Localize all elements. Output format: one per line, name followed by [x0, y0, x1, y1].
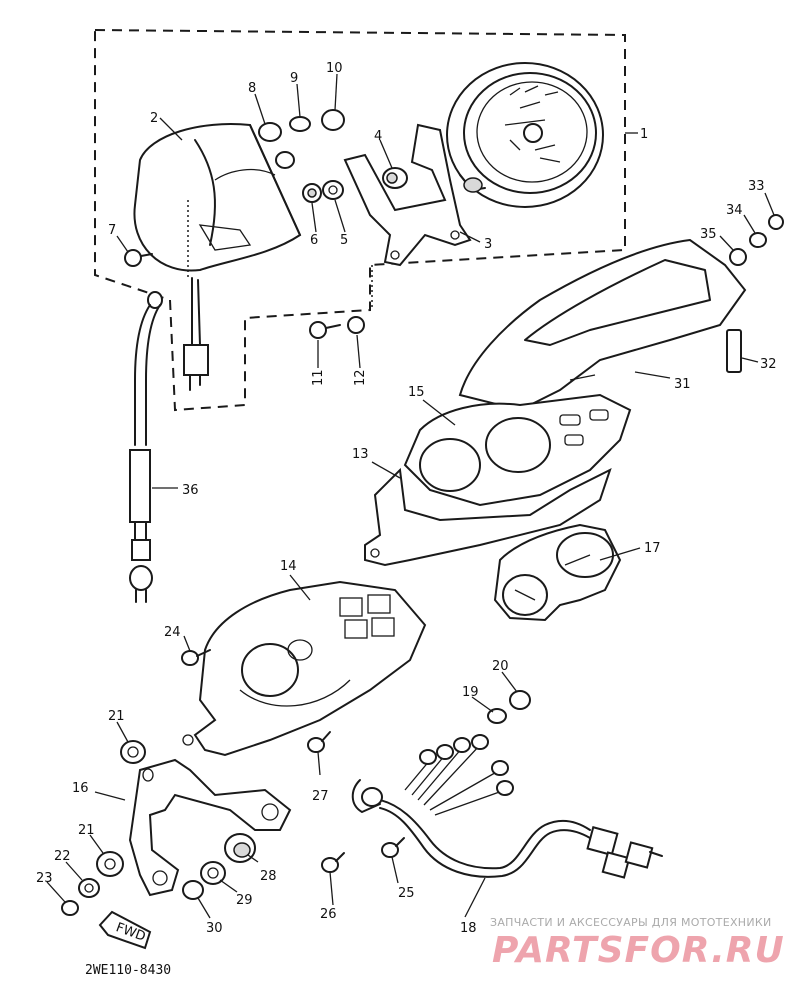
callout-34: 34 — [726, 203, 743, 218]
screw-7[interactable] — [124, 249, 153, 267]
washer-22[interactable] — [78, 878, 100, 898]
screw-26[interactable] — [321, 852, 345, 873]
stay-bracket[interactable] — [128, 758, 292, 897]
clamp-32[interactable] — [726, 329, 742, 373]
meter-panel[interactable] — [403, 393, 632, 507]
callout-labels: 1 2 3 4 5 6 7 8 9 10 11 12 13 14 15 16 1… — [36, 61, 777, 936]
callout-8: 8 — [248, 81, 256, 96]
indicator-panel[interactable] — [493, 523, 622, 622]
callout-5: 5 — [340, 233, 348, 248]
callout-29: 29 — [236, 893, 253, 908]
watermark-logo: PARTSFOR.RU — [492, 930, 785, 971]
callout-19: 19 — [462, 685, 479, 700]
callout-7: 7 — [108, 223, 116, 238]
callout-14: 14 — [280, 559, 297, 574]
callout-1: 1 — [640, 127, 648, 142]
nut-35[interactable] — [729, 248, 747, 266]
callout-16: 16 — [72, 781, 89, 796]
screw-25[interactable] — [381, 837, 405, 858]
callout-9: 9 — [290, 71, 298, 86]
wire-harness[interactable] — [351, 734, 663, 879]
washer-29[interactable] — [200, 861, 226, 885]
meter-bottom-cover[interactable] — [182, 580, 427, 757]
bulb-socket-8[interactable] — [258, 122, 295, 169]
callout-22: 22 — [54, 849, 71, 864]
bulb-20[interactable] — [509, 690, 531, 710]
callout-28: 28 — [260, 869, 277, 884]
grommet-4[interactable] — [382, 167, 408, 189]
callout-6: 6 — [310, 233, 318, 248]
callout-26: 26 — [320, 907, 337, 922]
meter-case[interactable] — [133, 123, 302, 272]
callout-31: 31 — [674, 377, 691, 392]
callout-36: 36 — [182, 483, 199, 498]
callout-15: 15 — [408, 385, 425, 400]
watermark-caption: ЗАПЧАСТИ И АКСЕССУАРЫ ДЛЯ МОТОТЕХНИКИ — [490, 916, 772, 929]
bulb-cap-10[interactable] — [321, 109, 345, 131]
nut-6[interactable] — [302, 183, 322, 203]
callout-17: 17 — [644, 541, 661, 556]
callout-30: 30 — [206, 921, 223, 936]
callout-20: 20 — [492, 659, 509, 674]
callout-18: 18 — [460, 921, 477, 936]
callout-12: 12 — [353, 369, 368, 386]
callout-21a: 21 — [108, 709, 125, 724]
speedometer-gauge[interactable] — [446, 62, 604, 208]
callout-35: 35 — [700, 227, 717, 242]
screw-11[interactable] — [309, 321, 341, 339]
meter-bracket[interactable] — [343, 123, 472, 267]
callout-2: 2 — [150, 111, 158, 126]
meter-lamp-wiring — [183, 200, 209, 391]
watermark: ЗАПЧАСТИ И АКСЕССУАРЫ ДЛЯ МОТОТЕХНИКИ PA… — [490, 916, 785, 971]
nut-23[interactable] — [61, 900, 79, 916]
callout-11: 11 — [311, 369, 326, 386]
assembly-boundary — [94, 28, 626, 412]
callout-27: 27 — [312, 789, 329, 804]
nut-30[interactable] — [182, 880, 204, 900]
callout-4: 4 — [374, 129, 382, 144]
callout-3: 3 — [484, 237, 492, 252]
meter-housing[interactable] — [364, 467, 612, 567]
callout-21b: 21 — [78, 823, 95, 838]
washer-12[interactable] — [347, 316, 365, 334]
damper-21-upper[interactable] — [120, 740, 146, 764]
washer-5[interactable] — [322, 180, 344, 200]
washer-34[interactable] — [749, 232, 767, 248]
bulb-9[interactable] — [289, 116, 311, 132]
screw-27[interactable] — [307, 731, 331, 753]
part-code: 2WE110-8430 — [85, 963, 171, 978]
damper-21-lower[interactable] — [96, 851, 124, 877]
callout-23: 23 — [36, 871, 53, 886]
meter-cover[interactable] — [458, 238, 747, 412]
callout-33: 33 — [748, 179, 765, 194]
leader-lines — [46, 73, 775, 919]
callout-13: 13 — [352, 447, 369, 462]
callout-32: 32 — [760, 357, 777, 372]
callout-24: 24 — [164, 625, 181, 640]
speedometer-cable[interactable] — [129, 291, 163, 603]
callout-10: 10 — [326, 61, 343, 76]
collar-28[interactable] — [224, 833, 256, 863]
bulb-19[interactable] — [487, 708, 507, 724]
callout-25: 25 — [398, 886, 415, 901]
forward-direction-arrow: FWD — [98, 910, 152, 950]
screw-33[interactable] — [768, 214, 784, 230]
